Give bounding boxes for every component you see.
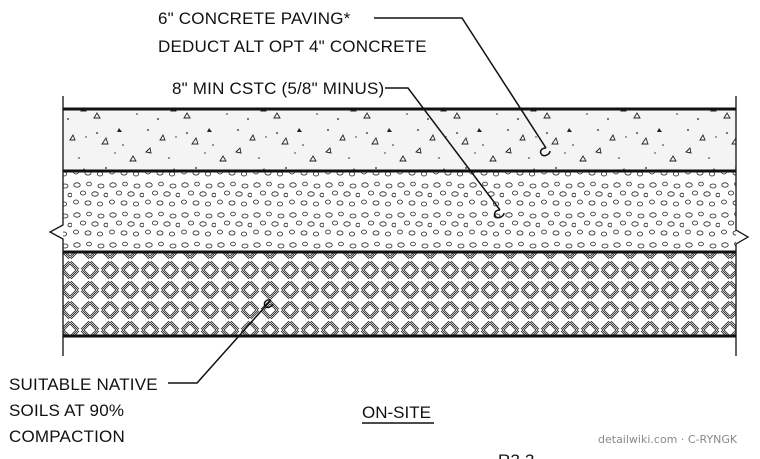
native-soil-layer <box>63 252 736 336</box>
cstc-leader-hook <box>493 209 505 219</box>
cstc-layer <box>63 171 736 252</box>
cstc-leader <box>385 87 501 211</box>
cstc-callout: 8" MIN CSTC (5/8" MINUS) <box>172 79 384 98</box>
watermark: detailwiki.com · C-RYNGK <box>598 433 738 446</box>
soil-leader <box>168 299 272 384</box>
right-break-line <box>735 96 750 356</box>
soil-callout-line2: SOILS AT 90% <box>9 401 124 420</box>
concrete-callout-line1: 6" CONCRETE PAVING* <box>158 9 351 28</box>
concrete-callout-line2: DEDUCT ALT OPT 4" CONCRETE <box>158 37 427 56</box>
soil-callout-line3: COMPACTION <box>9 427 125 446</box>
concrete-layer <box>63 109 736 171</box>
partial-reference-text: R3.3 <box>498 451 535 459</box>
concrete-leader-hook <box>539 147 551 157</box>
soil-callout-line1: SUITABLE NATIVE <box>9 375 158 394</box>
left-break-line <box>48 96 64 356</box>
soil-leader-hook <box>263 299 274 309</box>
section-title: ON-SITE <box>362 403 431 422</box>
concrete-leader <box>374 17 547 149</box>
